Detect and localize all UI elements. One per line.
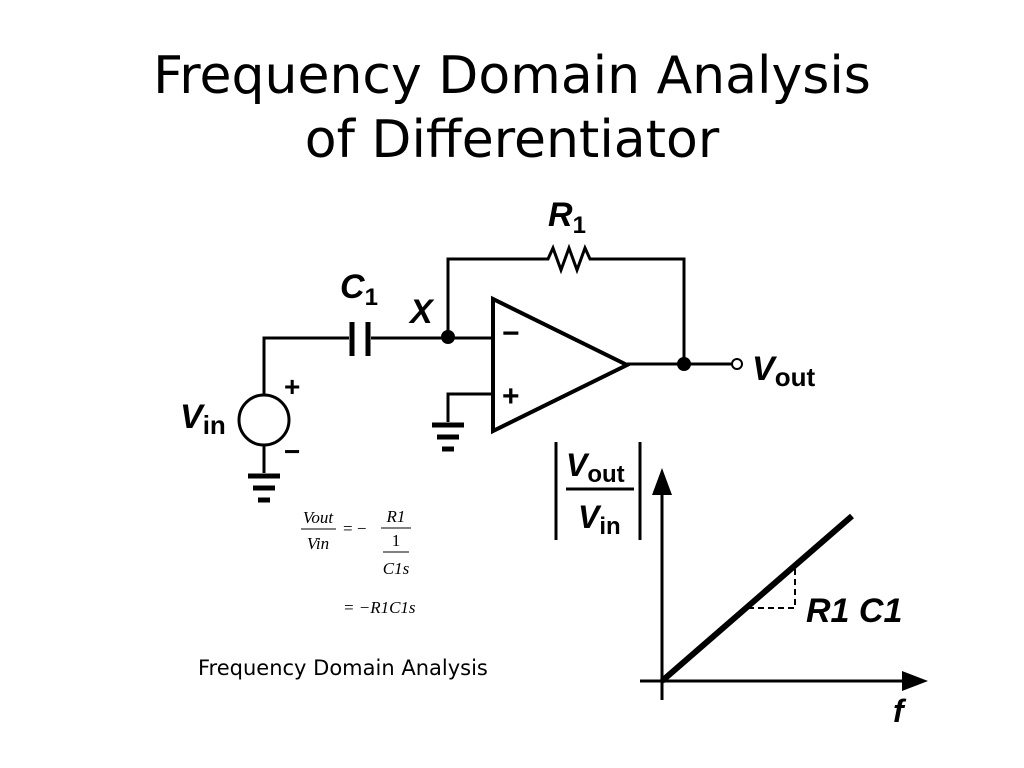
ground-symbol-opamp: [432, 422, 464, 452]
eq-lhs-numerator: Vout: [303, 508, 335, 527]
transfer-function-equation: Vout Vin = − R1 1 C1s = −R1C1s: [301, 507, 416, 617]
plot-y-label-numerator: Vout: [566, 447, 625, 488]
op-amp-plus-label: +: [502, 380, 520, 413]
x-axis-arrow: [902, 671, 928, 691]
x-axis-label: f: [893, 693, 907, 729]
source-minus-label: −: [284, 436, 300, 467]
resistor-label: R1: [548, 196, 586, 239]
title-line-1: Frequency Domain Analysis: [153, 46, 871, 106]
node-x-label: X: [408, 293, 435, 331]
node-x-dot: [441, 330, 455, 344]
slide-title: Frequency Domain Analysis of Differentia…: [0, 44, 1024, 172]
input-wire: [262, 336, 349, 395]
ground-symbol-source: [248, 473, 280, 503]
eq-equals-minus-1: = −: [343, 519, 366, 538]
voltage-source-symbol: [237, 393, 291, 447]
ground-wire: [446, 392, 493, 422]
eq-inner-denominator: C1s: [383, 559, 410, 578]
circuit-diagram: [262, 243, 732, 473]
output-node-dot: [677, 357, 691, 371]
plot-y-label-denominator: Vin: [578, 499, 621, 540]
slope-triangle: [748, 563, 796, 609]
output-terminal: [731, 358, 743, 370]
magnitude-line: [660, 513, 854, 684]
capacitor-label: C1: [340, 268, 378, 311]
input-voltage-label: Vin: [180, 398, 226, 440]
output-voltage-label: Vout: [752, 350, 815, 392]
eq-rhs-numerator: R1: [386, 507, 406, 526]
title-line-2: of Differentiator: [304, 110, 720, 170]
op-amp-symbol: [491, 295, 632, 435]
magnitude-plot: Vout Vin R1 C1 f: [554, 442, 928, 729]
slope-label: R1 C1: [806, 592, 902, 630]
eq-lhs-denominator: Vin: [307, 534, 329, 553]
eq-result: = −R1C1s: [343, 598, 416, 617]
source-plus-label: +: [284, 371, 300, 402]
eq-inner-numerator: 1: [392, 531, 401, 550]
op-amp-minus-label: −: [502, 317, 520, 350]
feedback-wire: [446, 243, 686, 362]
y-axis-arrow: [652, 468, 672, 495]
caption: Frequency Domain Analysis: [198, 656, 488, 680]
